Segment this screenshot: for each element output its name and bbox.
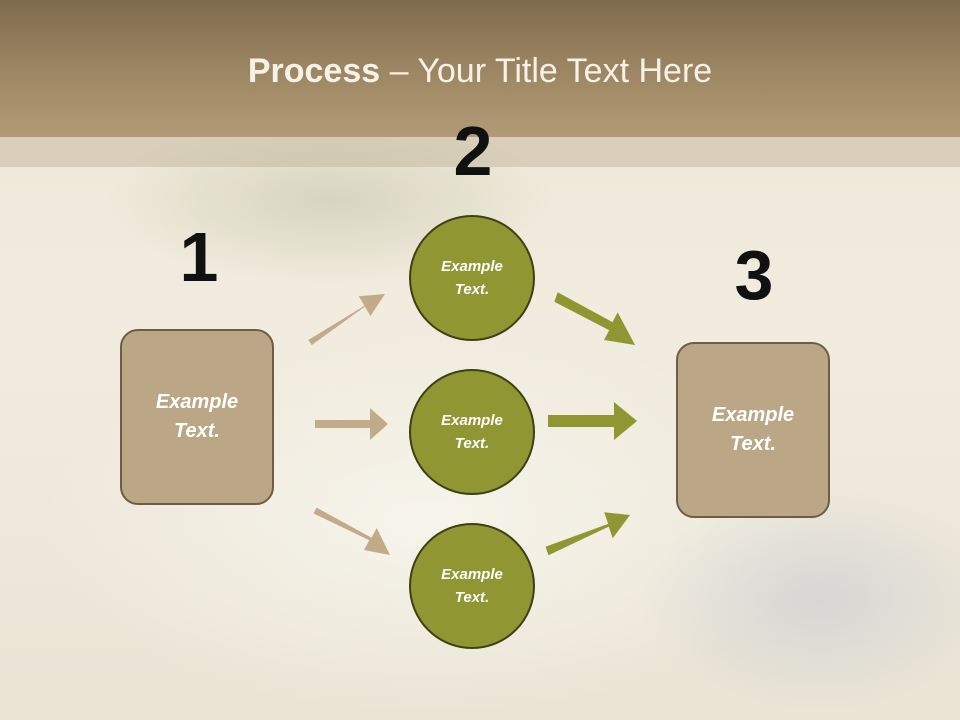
step-number-1: 1 xyxy=(179,218,219,296)
title-bar-band xyxy=(0,137,960,167)
arrow-1-to-middle xyxy=(315,408,388,440)
arrow-1-to-bottom xyxy=(313,507,390,555)
step-2-circle-middle[interactable]: Example Text. xyxy=(409,369,535,495)
step-3-box[interactable]: Example Text. xyxy=(676,342,830,518)
step-1-box[interactable]: Example Text. xyxy=(120,329,274,505)
step-3-text: Example Text. xyxy=(711,404,795,455)
title-rest: – Your Title Text Here xyxy=(380,52,713,90)
arrow-middle-to-3 xyxy=(548,402,637,440)
step-number-2: 2 xyxy=(453,112,493,190)
step-1-text: Example Text. xyxy=(155,391,239,442)
arrow-bottom-to-3 xyxy=(545,512,630,556)
arrow-1-to-top xyxy=(308,294,385,345)
step-2-circle-bottom[interactable]: Example Text. xyxy=(409,523,535,649)
step-2-middle-text: Example Text. xyxy=(441,412,503,452)
arrow-top-to-3 xyxy=(554,292,635,345)
step-2-bottom-text: Example Text. xyxy=(441,566,503,606)
step-2-top-text: Example Text. xyxy=(441,258,503,298)
title-bold: Process xyxy=(247,52,381,90)
slide-title: Process – Your Title Text Here xyxy=(0,52,960,91)
step-2-circle-top[interactable]: Example Text. xyxy=(409,215,535,341)
step-number-3: 3 xyxy=(734,236,774,314)
title-bar xyxy=(0,0,960,137)
